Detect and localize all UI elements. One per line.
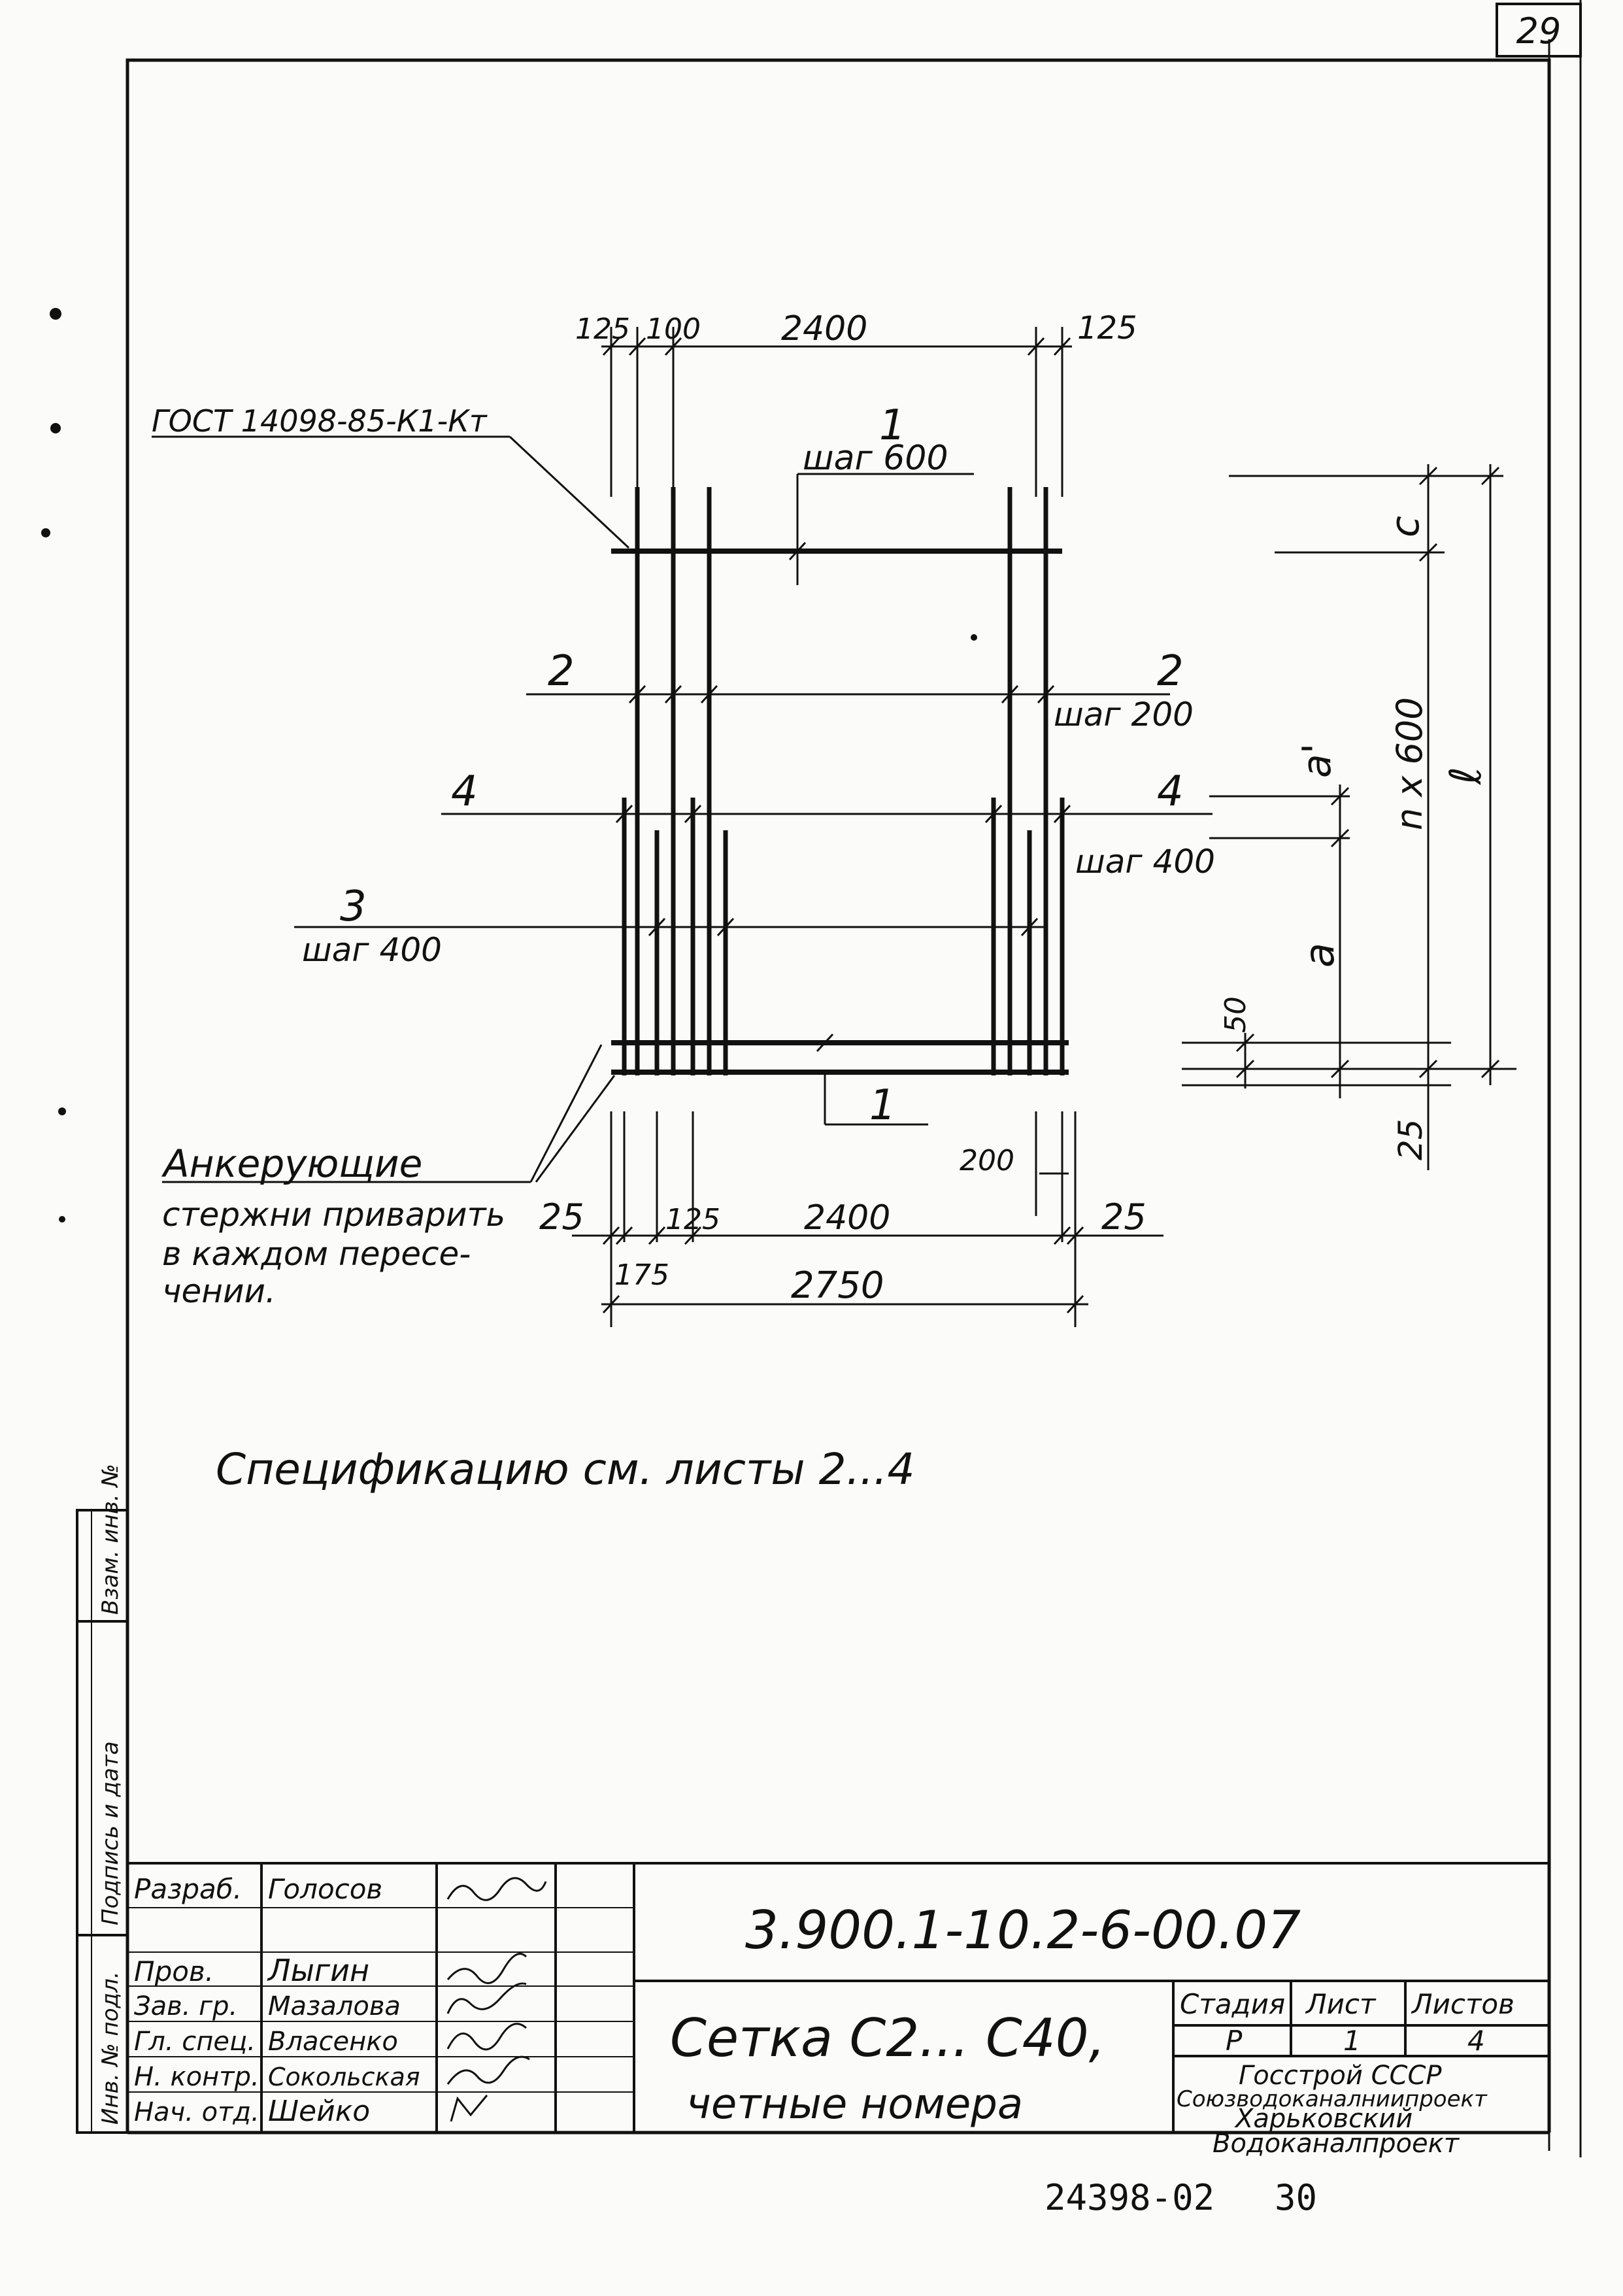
right-dimensions [1182,464,1516,1170]
spec-note: Спецификацию см. листы 2...4 [216,1444,915,1494]
pos1-bottom: 1 [869,1081,896,1130]
dim-top-2400: 2400 [781,309,867,348]
dim-top-125-right: 125 [1077,310,1137,346]
signer-name: Шейко [268,2095,370,2128]
signer-name: Голосов [268,1873,382,1905]
org-line1: Госстрой СССР [1239,2061,1442,2091]
signer-row: Разраб. Голосов [134,1873,382,1905]
signer-row: Зав. гр. Мазалова [134,1991,401,2021]
signer-name: Сокольская [268,2063,420,2091]
dim-right-c: c [1382,516,1428,537]
signer-row: Гл. спец. Власенко [134,2027,398,2057]
mesh-transverse-bars [611,549,1069,1075]
signer-role: Разраб. [134,1873,242,1905]
dimension-texts: 125 100 2400 125 200 25 125 2400 25 175 … [539,309,1491,1307]
org-line4: Водоканалпроект [1213,2129,1460,2159]
scan-speckles [41,308,977,1223]
signer-row: Нач. отд. Шейко [134,2095,370,2128]
side-stamp: Инв. № подл. Подпись и дата Взам. инв. № [76,1464,129,2134]
footer: 24398-02 30 [1045,2177,1317,2218]
title-block: Разраб. Голосов Пров. Лыгин Зав. гр. Маз… [127,1862,1549,2159]
signers-table: Разраб. Голосов Пров. Лыгин Зав. гр. Маз… [134,1873,420,2128]
anchor-line2: в каждом пересе- [162,1235,471,1273]
anchor-title: Анкерующие [161,1141,422,1186]
top-dimensions [601,327,1072,497]
dim-right-a: a [1296,943,1343,968]
sheet-value: 1 [1343,2025,1361,2057]
anchor-line3: чении. [162,1272,276,1310]
dim-top-125-left: 125 [575,312,630,346]
designation: 3.900.1-10.2-6-00.07 [745,1900,1301,1961]
pos2-right: 2 [1157,647,1184,696]
dim-right-a-prime: a' [1294,743,1340,778]
mesh-title-line1: Сетка С2... С40, [670,2008,1105,2068]
pos3-step: шаг 400 [302,931,442,969]
pos2-step: шаг 200 [1054,696,1194,734]
signer-name: Мазалова [268,1991,401,2021]
pos1-top-step: шаг 600 [803,439,948,478]
dim-right-n600: n x 600 [1389,697,1430,830]
sheets-value: 4 [1467,2025,1485,2057]
signer-role: Пров. [134,1955,214,1987]
pos4-left: 4 [451,768,478,816]
dim-bottom-2400: 2400 [804,1198,890,1238]
stage-value: Р [1226,2025,1243,2057]
signer-role: Зав. гр. [134,1991,237,2021]
signatures [446,1877,547,2122]
position-leaders [152,435,1213,1183]
side-stamp-sign: Подпись и дата [97,1741,124,1925]
anchor-note: Анкерующие стержни приварить в каждом пе… [161,1141,505,1310]
signer-row: Н. контр. Сокольская [134,2062,420,2092]
dim-bottom-125: 125 [665,1203,720,1236]
sheet-frame [125,0,1582,2157]
footer-num: 30 [1275,2177,1317,2218]
pos4-step: шаг 400 [1075,843,1215,881]
mesh-longitudinal-bars [622,487,1065,1075]
side-stamp-inv: Инв. № подл. [97,1971,124,2125]
gost-label: ГОСТ 14098-85-К1-Кт [152,403,488,439]
sheets-header: Листов [1411,1988,1514,2020]
sheet-number-box: 29 [1496,3,1582,58]
anchor-line1: стержни приварить [162,1196,505,1234]
dim-right-50: 50 [1219,996,1252,1033]
dim-right-l: ℓ [1441,767,1491,785]
sheet-header: Лист [1305,1988,1377,2020]
pos1-top: 1 [879,401,906,450]
tick-marks [615,541,1071,1053]
pos2-left: 2 [548,647,575,696]
dim-bottom-25-right: 25 [1101,1196,1146,1238]
org-line3: Харьковский [1234,2104,1413,2134]
dim-top-100: 100 [646,312,701,346]
side-stamp-replace: Взам. инв. № [97,1464,124,1615]
pos3: 3 [340,883,367,931]
dim-bottom-25-left: 25 [539,1196,584,1238]
dim-bottom-175: 175 [614,1258,669,1292]
signer-row: Пров. Лыгин [134,1953,369,1988]
signer-role: Гл. спец. [134,2027,256,2057]
signer-role: Н. контр. [134,2062,259,2092]
stage-header: Стадия [1180,1988,1285,2020]
position-texts: ГОСТ 14098-85-К1-Кт 1 шаг 600 2 2 шаг 20… [152,401,1215,1130]
signer-name: Власенко [268,2027,398,2057]
sheet-number: 29 [1516,10,1562,52]
dim-bottom-2750: 2750 [791,1264,884,1307]
signer-name: Лыгин [267,1953,369,1988]
bottom-dimensions [572,1111,1163,1327]
org-line2: Союзводоканалниипроект [1177,2086,1488,2112]
dim-right-25: 25 [1392,1119,1430,1160]
footer-code: 24398-02 [1045,2177,1214,2218]
mesh-title-line2: четные номера [686,2080,1023,2129]
dim-bottom-200: 200 [960,1144,1014,1177]
pos4-right: 4 [1157,768,1184,816]
signer-role: Нач. отд. [134,2097,259,2127]
